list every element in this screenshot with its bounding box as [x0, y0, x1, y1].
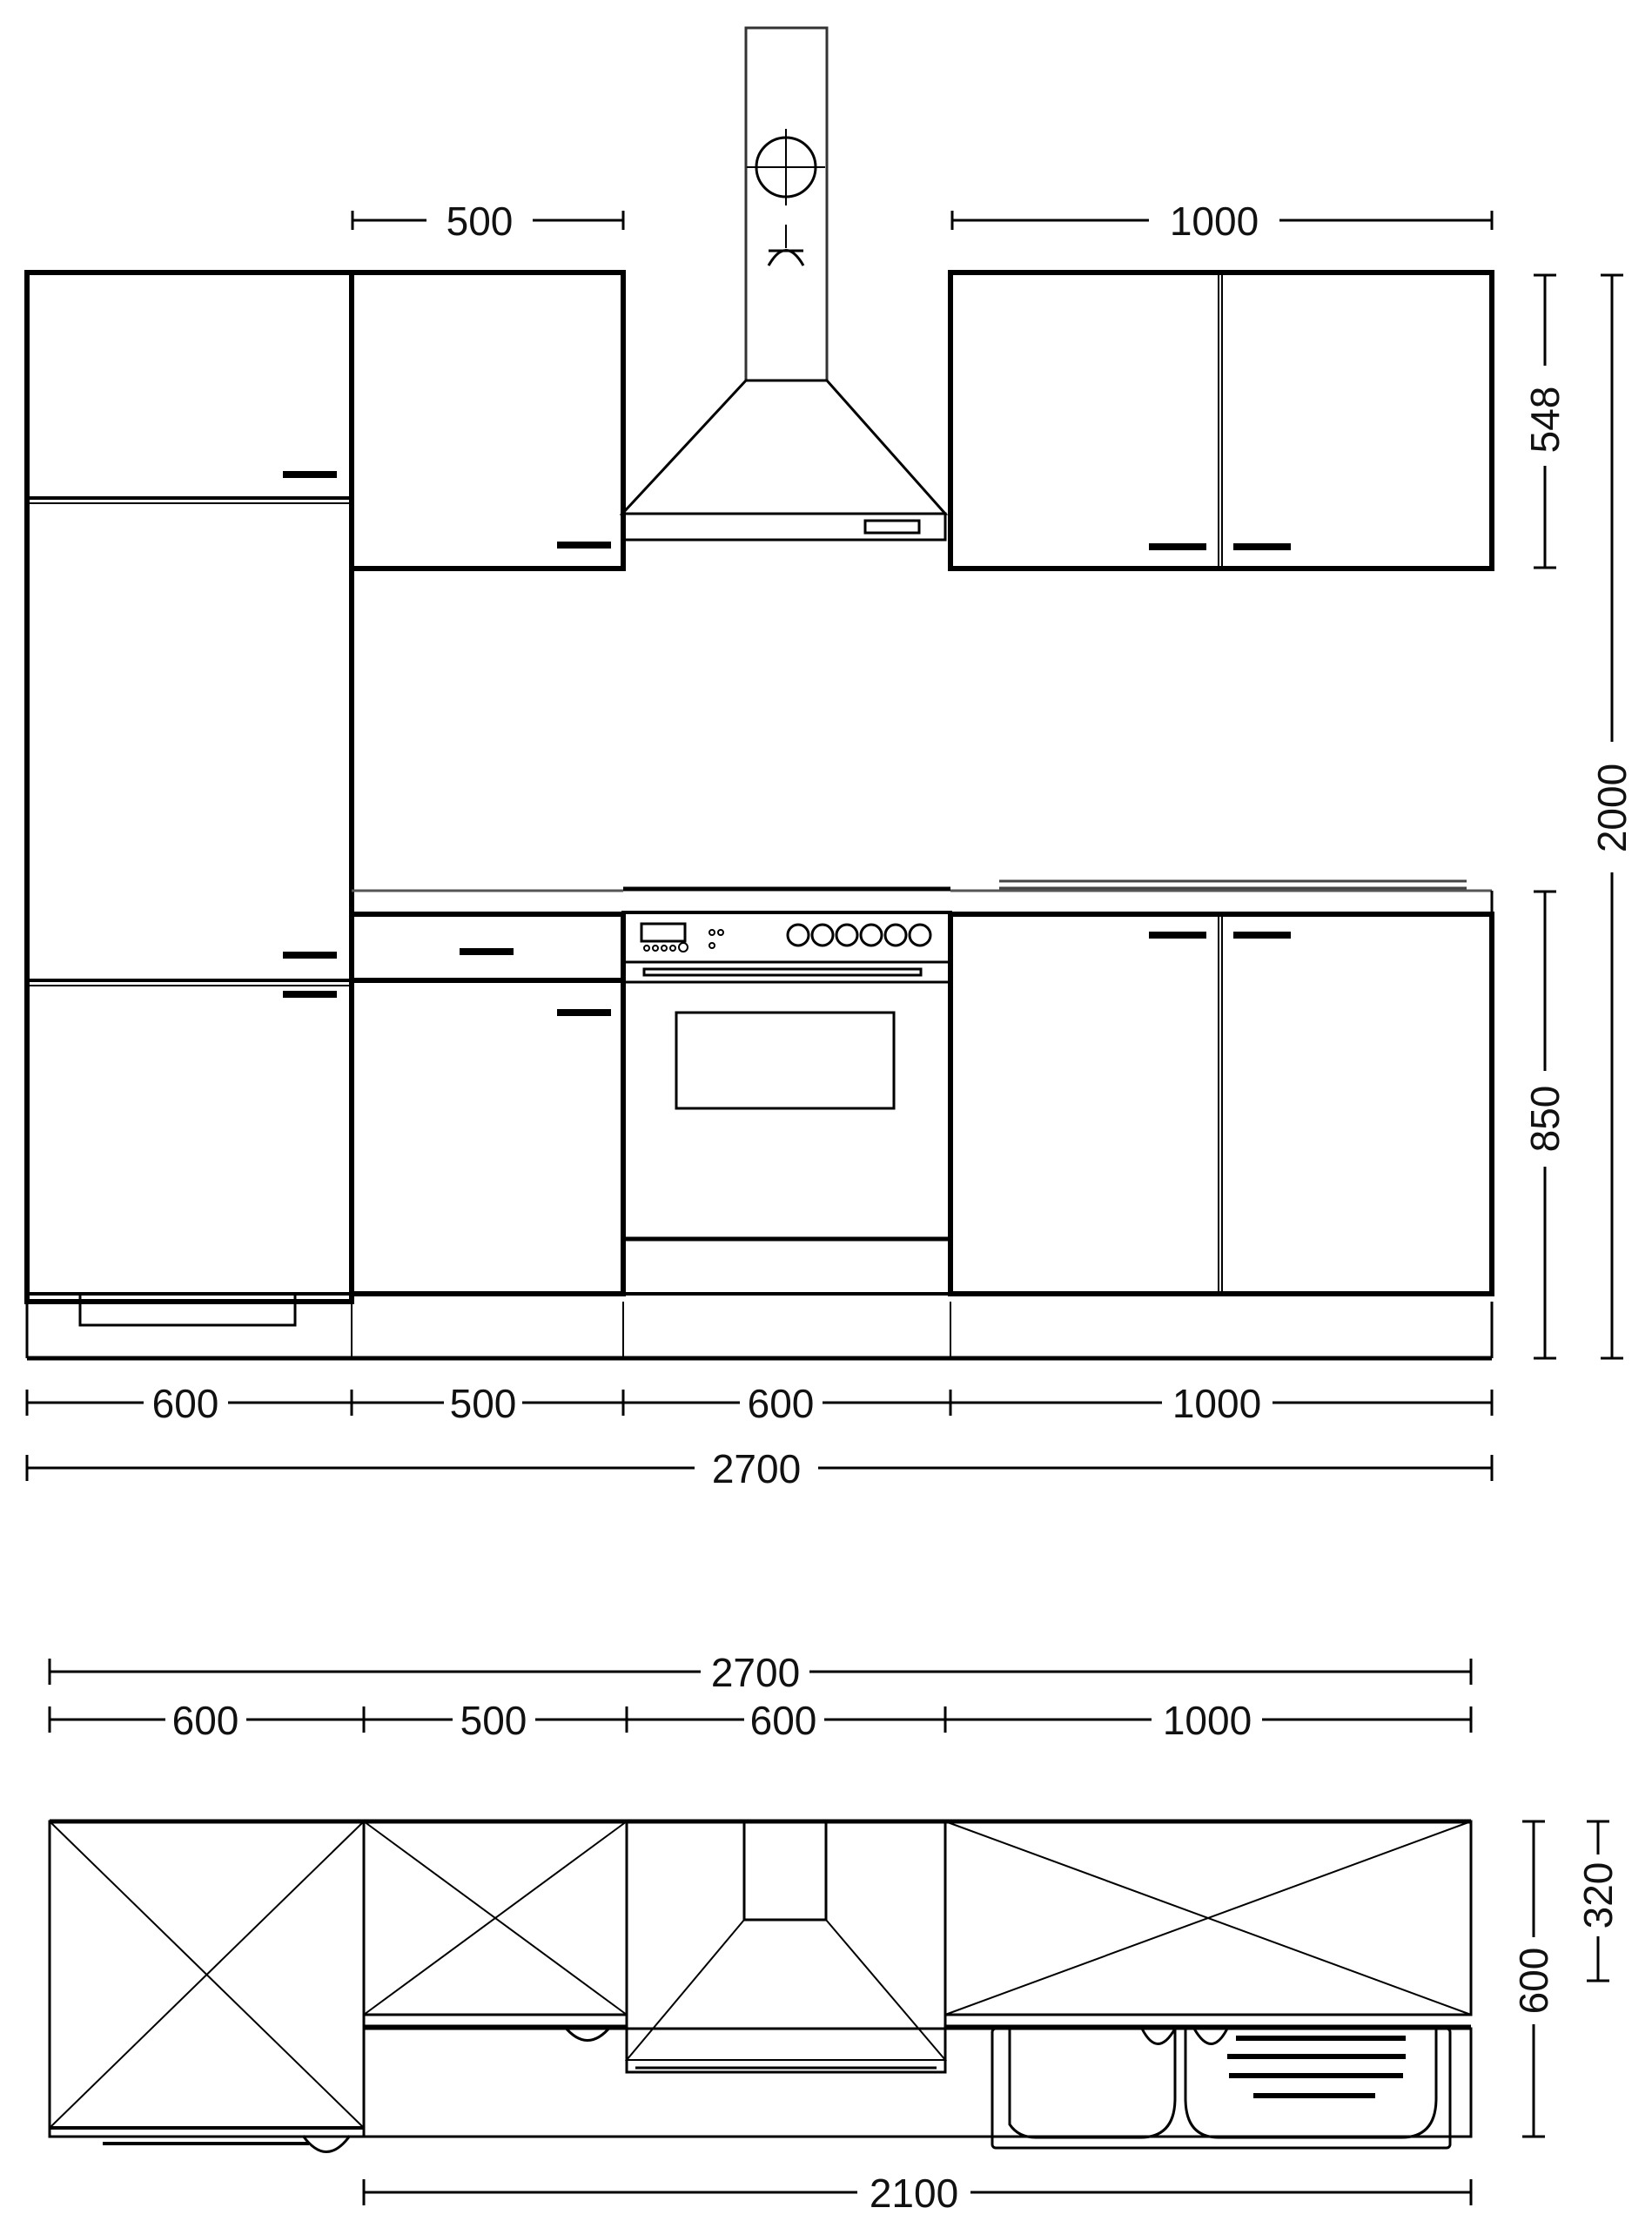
- top-wall-cabinet-1000: [944, 1820, 1473, 2028]
- oven-buttons: [643, 929, 724, 952]
- front-view: [24, 26, 1494, 1361]
- dim-top-total-2700: 2700: [711, 1650, 800, 1695]
- dim-right-2000: 2000: [1589, 764, 1635, 852]
- front-dimension-labels: 500 1000 548 2000 850 600 500 600 1000 2…: [152, 199, 1635, 1491]
- dim-top-seg-600: 600: [172, 1698, 239, 1743]
- top-tall-cabinet: [48, 1820, 366, 2153]
- dim-top-1000: 1000: [1170, 199, 1259, 244]
- dim-top-seg-600b: 600: [750, 1698, 817, 1743]
- oven-window: [675, 1011, 896, 1110]
- top-side-dimensions: [362, 1820, 1609, 2205]
- top-dimensions: [48, 1659, 1473, 1733]
- dim-depth-600: 600: [1511, 1948, 1556, 2015]
- dim-top-500: 500: [447, 199, 514, 244]
- handle-icon: [557, 1009, 611, 1016]
- dim-right-850: 850: [1522, 1086, 1568, 1153]
- top-dimension-labels: 2700 600 500 600 1000 600 320 2100: [172, 1650, 1621, 2216]
- wall-cabinet-1000: [948, 270, 1494, 571]
- dim-bottom-1000: 1000: [1172, 1381, 1261, 1426]
- dim-bottom-500: 500: [450, 1381, 517, 1426]
- worktop: [352, 879, 1494, 914]
- handle-icon: [460, 948, 514, 955]
- sink-base-cabinet: [948, 912, 1494, 1296]
- drain-icon: [1140, 2028, 1177, 2045]
- handle-icon: [283, 991, 337, 998]
- knob-icon: [908, 923, 932, 947]
- oven-knobs: [786, 923, 932, 947]
- double-sink: [991, 2027, 1452, 2150]
- knob-icon: [859, 923, 883, 947]
- extractor-hood: [619, 26, 949, 542]
- dim-right-548: 548: [1522, 387, 1568, 454]
- oven-cooker: [621, 911, 952, 1358]
- handle-icon: [1149, 543, 1206, 550]
- dim-bottom-600b: 600: [748, 1381, 815, 1426]
- handle-icon: [283, 952, 337, 959]
- handle-icon: [1233, 932, 1291, 939]
- top-hood: [624, 1820, 948, 2074]
- dim-depth-320: 320: [1575, 1862, 1621, 1929]
- oven-display: [640, 922, 687, 943]
- handle-icon: [1149, 932, 1206, 939]
- base-cabinet-500: [349, 912, 626, 1358]
- knob-icon: [810, 923, 835, 947]
- dim-worktop-2100: 2100: [870, 2171, 958, 2216]
- handle-icon: [1233, 543, 1291, 550]
- knob-icon: [835, 923, 859, 947]
- handle-icon: [283, 471, 337, 478]
- top-wall-cabinet-500: [362, 1820, 628, 2042]
- drain-icon: [1192, 2028, 1229, 2045]
- front-dimensions: [25, 211, 1623, 1481]
- dim-bottom-2700: 2700: [712, 1446, 801, 1491]
- knob-icon: [786, 923, 810, 947]
- wall-cabinet-500: [349, 270, 626, 571]
- dim-top-seg-500: 500: [460, 1698, 527, 1743]
- dim-top-seg-1000: 1000: [1163, 1698, 1252, 1743]
- dim-bottom-600: 600: [152, 1381, 219, 1426]
- knob-icon: [883, 923, 908, 947]
- top-view: [48, 1819, 1473, 2153]
- tall-cabinet: [24, 270, 354, 1361]
- handle-icon: [557, 542, 611, 549]
